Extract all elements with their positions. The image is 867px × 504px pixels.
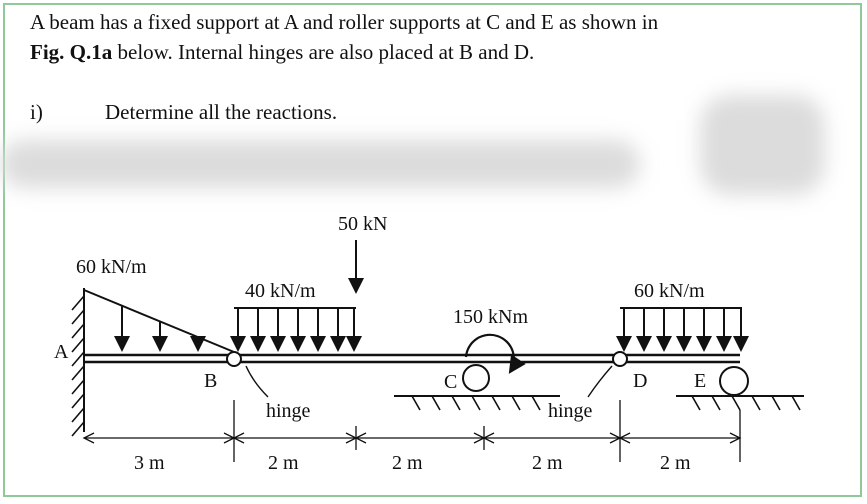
dimension-label-3: 2 m xyxy=(392,452,423,474)
dimension-label-4: 2 m xyxy=(532,452,563,474)
roller-support-E xyxy=(676,366,804,411)
beam xyxy=(84,353,740,364)
question-text-2: below. Internal hinges are also placed a… xyxy=(112,40,535,64)
triangular-load xyxy=(83,289,235,353)
question-line-2: Fig. Q.1a below. Internal hinges are als… xyxy=(30,40,534,65)
hinge-left-pointer xyxy=(245,365,269,398)
dimension-label-5: 2 m xyxy=(660,452,691,474)
question-line-1: A beam has a fixed support at A and roll… xyxy=(30,10,658,35)
dimension-lines xyxy=(82,400,742,462)
load-label-moment: 150 kNm xyxy=(453,306,528,328)
blurred-region-left xyxy=(0,140,640,188)
point-label-A: A xyxy=(54,341,69,363)
fixed-support-A xyxy=(71,288,85,437)
udl-load-left xyxy=(230,307,362,352)
point-label-B: B xyxy=(204,370,217,392)
udl-load-right xyxy=(616,307,749,352)
hinge-label-right: hinge xyxy=(548,400,593,422)
load-label-point: 50 kN xyxy=(338,213,387,235)
part-number: i) xyxy=(30,100,43,124)
moment-arrow xyxy=(464,333,526,374)
point-label-E: E xyxy=(694,370,706,392)
load-label-udl-left: 40 kN/m xyxy=(245,280,316,302)
question-frame xyxy=(3,3,862,497)
blurred-region-right xyxy=(700,95,825,195)
dimension-label-2: 2 m xyxy=(268,452,299,474)
load-label-triangle: 60 kN/m xyxy=(76,256,147,278)
hinge-label-left: hinge xyxy=(266,400,311,422)
roller-support-C xyxy=(394,364,560,411)
part-text: Determine all the reactions. xyxy=(105,100,338,124)
hinge-D xyxy=(612,351,628,367)
dimension-label-1: 3 m xyxy=(134,452,165,474)
point-label-D: D xyxy=(633,370,647,392)
figure-reference: Fig. Q.1a xyxy=(30,40,113,64)
hinge-B xyxy=(226,351,242,367)
hinge-right-pointer xyxy=(587,365,613,398)
question-text-1: A beam has a fixed support at A and roll… xyxy=(30,10,659,34)
point-label-C: C xyxy=(444,371,457,393)
load-label-udl-right: 60 kN/m xyxy=(634,280,705,302)
